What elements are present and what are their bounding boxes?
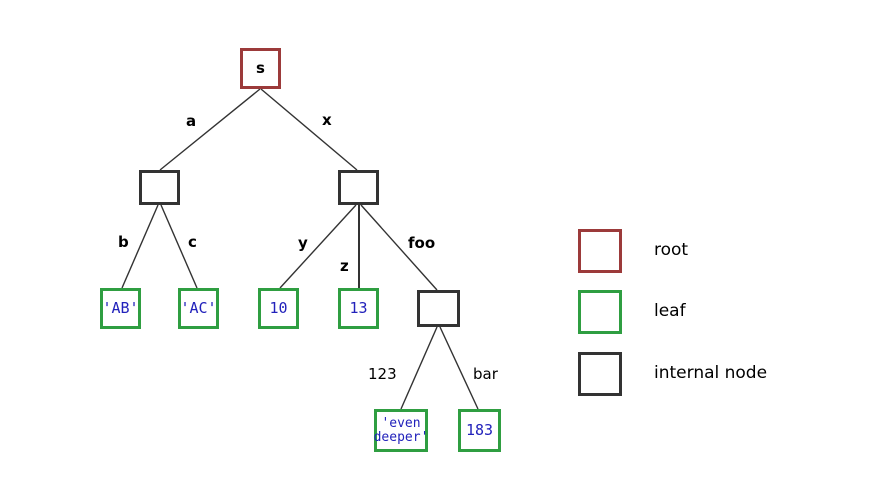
tree-node-label: s bbox=[256, 58, 265, 77]
edge-label-y: y bbox=[298, 234, 308, 252]
tree-node-leaf_ab[interactable]: 'AB' bbox=[100, 288, 141, 329]
tree-edge-n_a-to-leaf_ab bbox=[121, 204, 159, 289]
legend-label-root: root bbox=[654, 240, 689, 260]
tree-edge-root-to-n_x bbox=[260, 88, 358, 171]
tree-node-leaf_10[interactable]: 10 bbox=[258, 288, 299, 329]
tree-node-label: 13 bbox=[349, 298, 368, 317]
tree-edge-n_x-to-n_foo bbox=[360, 204, 438, 291]
edge-label-x: x bbox=[322, 111, 332, 129]
tree-node-n_a[interactable] bbox=[139, 170, 180, 205]
edge-label-foo: foo bbox=[408, 234, 436, 252]
tree-node-leaf_183[interactable]: 183 bbox=[458, 409, 501, 452]
tree-node-n_foo[interactable] bbox=[417, 290, 460, 327]
tree-node-leaf_13[interactable]: 13 bbox=[338, 288, 379, 329]
edge-label-a: a bbox=[186, 112, 197, 130]
tree-edge-n_foo-to-leaf_even bbox=[400, 326, 438, 410]
tree-node-leaf_ac[interactable]: 'AC' bbox=[178, 288, 219, 329]
tree-node-label: 183 bbox=[465, 420, 494, 439]
edge-label-c: c bbox=[188, 233, 197, 251]
legend-swatch-internal-node bbox=[578, 352, 622, 396]
edge-label-z: z bbox=[340, 257, 349, 275]
tree-node-n_x[interactable] bbox=[338, 170, 379, 205]
tree-edge-n_x-to-leaf_10 bbox=[279, 204, 357, 289]
tree-node-label: 'AC' bbox=[180, 298, 217, 317]
edge-label-bar: bar bbox=[473, 365, 498, 383]
legend-swatch-leaf bbox=[578, 290, 622, 334]
tree-edge-root-to-n_a bbox=[159, 88, 261, 171]
tree-node-label: 10 bbox=[269, 298, 288, 317]
legend-label-leaf: leaf bbox=[654, 301, 686, 321]
edge-label-b: b bbox=[118, 233, 129, 251]
tree-node-root[interactable]: s bbox=[240, 48, 281, 89]
legend-swatch-root bbox=[578, 229, 622, 273]
legend-label-internal-node: internal node bbox=[654, 363, 768, 383]
edge-label-123: 123 bbox=[368, 365, 397, 383]
tree-node-label: 'AB' bbox=[102, 298, 139, 317]
tree-edge-n_foo-to-leaf_183 bbox=[439, 326, 479, 410]
tree-edge-n_a-to-leaf_ac bbox=[160, 204, 198, 289]
